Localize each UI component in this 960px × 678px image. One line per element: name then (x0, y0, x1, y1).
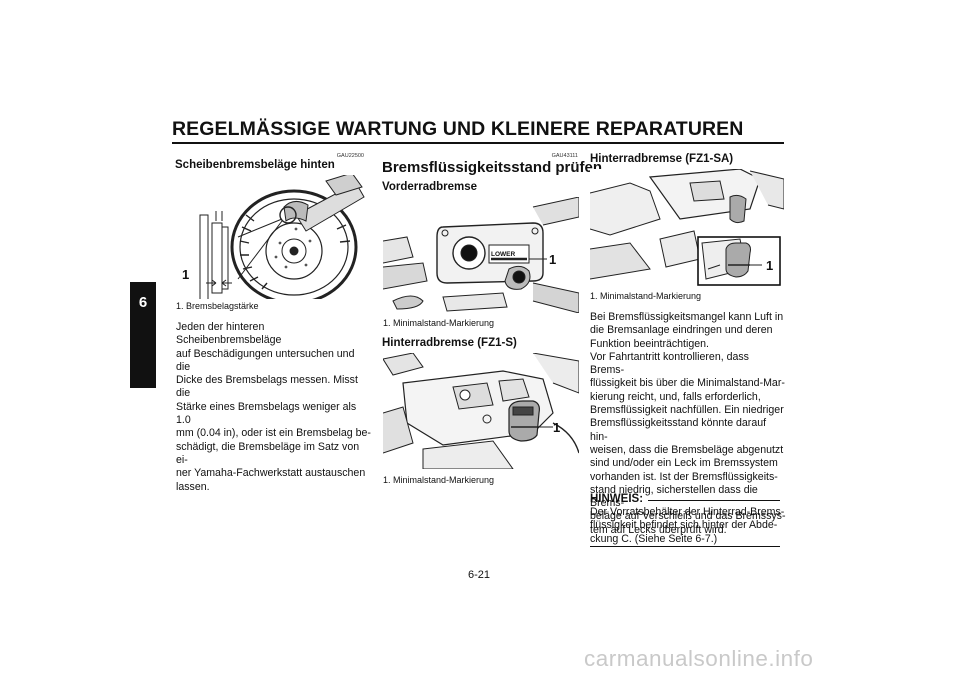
body-line: kierung reicht, und, falls erforderlich, (590, 390, 761, 403)
body-line: die Bremsanlage eindringen und deren (590, 324, 773, 337)
note-line: flüssigkeit befindet sich hinter der Abd… (590, 519, 778, 532)
page-title: REGELMÄSSIGE WARTUNG UND KLEINERE REPARA… (172, 118, 744, 140)
body-line: ner Yamaha-Fachwerkstatt austauschen (176, 467, 366, 480)
body-left: Jeden der hinteren Scheibenbremsbeläge a… (176, 321, 371, 494)
page-number: 6-21 (468, 569, 491, 581)
section-code-middle: GAU43111 (551, 153, 578, 159)
note-heading-rule (648, 500, 780, 501)
caption-left: 1. Bremsbelagstärke (176, 301, 259, 311)
body-line: Dicke des Bremsbelags messen. Misst die (176, 374, 358, 400)
body-line: beläge auf Verschleiß und das Bremssys- (590, 510, 786, 523)
subheading-rear-brake-fz1s: Hinterradbremse (FZ1-S) (382, 337, 517, 349)
note-heading: HINWEIS: (590, 493, 644, 505)
note-line: ckung C. (Siehe Seite 6-7.) (590, 532, 718, 545)
front-reservoir-illustration: LOWER 1 (383, 197, 579, 313)
body-line: sind und/oder ein Leck im Bremssystem (590, 457, 778, 470)
body-line: tem auf Lecks überprüft wird. (590, 523, 727, 536)
note-line: Der Vorratsbehälter der Hinterrad-Brems- (590, 506, 785, 518)
figure-front-brake-reservoir: LOWER 1 (383, 197, 579, 313)
body-line: weisen, dass die Bremsbeläge abgenutzt (590, 443, 784, 456)
chapter-tab-label: 6 (138, 294, 148, 311)
chapter-tab[interactable]: 6 (130, 282, 156, 388)
body-line: schädigt, die Bremsbeläge im Satz von ei… (176, 440, 360, 466)
caption-rear-fz1sa: 1. Minimalstand-Markierung (590, 291, 702, 301)
body-line: Stärke eines Bremsbelags weniger als 1.0 (176, 400, 357, 427)
caption-rear-fz1s: 1. Minimalstand-Markierung (383, 475, 495, 485)
rear-brake-illustration: 1 (182, 175, 365, 299)
rear-reservoir-illustration: 1 (383, 353, 579, 469)
section-heading-brake-fluid: Bremsflüssigkeitsstand prüfen (382, 159, 603, 176)
reservoir-lower-label: LOWER (491, 251, 515, 258)
figure-rear-brake-pads: 1 (176, 175, 366, 299)
body-line: lassen. (176, 480, 210, 493)
body-line: vorhanden ist. Ist der Bremsflüssigkeits… (590, 470, 778, 483)
caption-front: 1. Minimalstand-Markierung (383, 318, 495, 328)
title-rule (172, 142, 784, 144)
body-line: auf Beschädigungen untersuchen und die (176, 347, 355, 373)
figure-callout-1: 1 (553, 420, 560, 435)
body-line: Vor Fahrtantritt kontrollieren, dass Bre… (590, 350, 749, 377)
body-right: Bei Bremsflüssigkeitsmangel kann Luft in… (590, 311, 786, 537)
body-line: stand niedrig, sicherstellen dass die Br… (590, 483, 758, 510)
watermark: carmanualsonline.info (584, 646, 814, 671)
rear-reservoir-sa-illustration: 1 (590, 169, 784, 286)
body-line: Jeden der hinteren Scheibenbremsbeläge (176, 321, 282, 347)
figure-callout-1: 1 (766, 258, 773, 273)
body-line: Bremsflüssigkeit nachfüllen. Ein niedrig… (590, 404, 784, 417)
figure-callout-1: 1 (182, 267, 189, 282)
figure-callout-1: 1 (549, 252, 556, 267)
body-line: Funktion beeinträchtigen. (590, 337, 709, 350)
figure-rear-reservoir-fz1sa: 1 (590, 169, 784, 287)
subheading-front-brake: Vorderradbremse (382, 181, 478, 193)
subheading-rear-brake-fz1sa: Hinterradbremse (FZ1-SA) (590, 153, 734, 165)
section-heading-rear-pads: Scheibenbremsbeläge hinten (175, 159, 335, 171)
body-line: flüssigkeit bis über die Minimalstand-Ma… (590, 377, 785, 390)
note-bottom-rule (590, 546, 780, 547)
body-line: mm (0.04 in), oder ist ein Bremsbelag be… (176, 427, 371, 440)
body-line: Bremsflüssigkeitsstand könnte darauf hin… (590, 417, 767, 443)
figure-rear-reservoir-fz1s: 1 (383, 353, 579, 469)
section-code-left: GAU22500 (336, 153, 364, 159)
body-line: Bei Bremsflüssigkeitsmangel kann Luft in (590, 311, 784, 323)
note-body: Der Vorratsbehälter der Hinterrad-Brems-… (590, 506, 786, 546)
